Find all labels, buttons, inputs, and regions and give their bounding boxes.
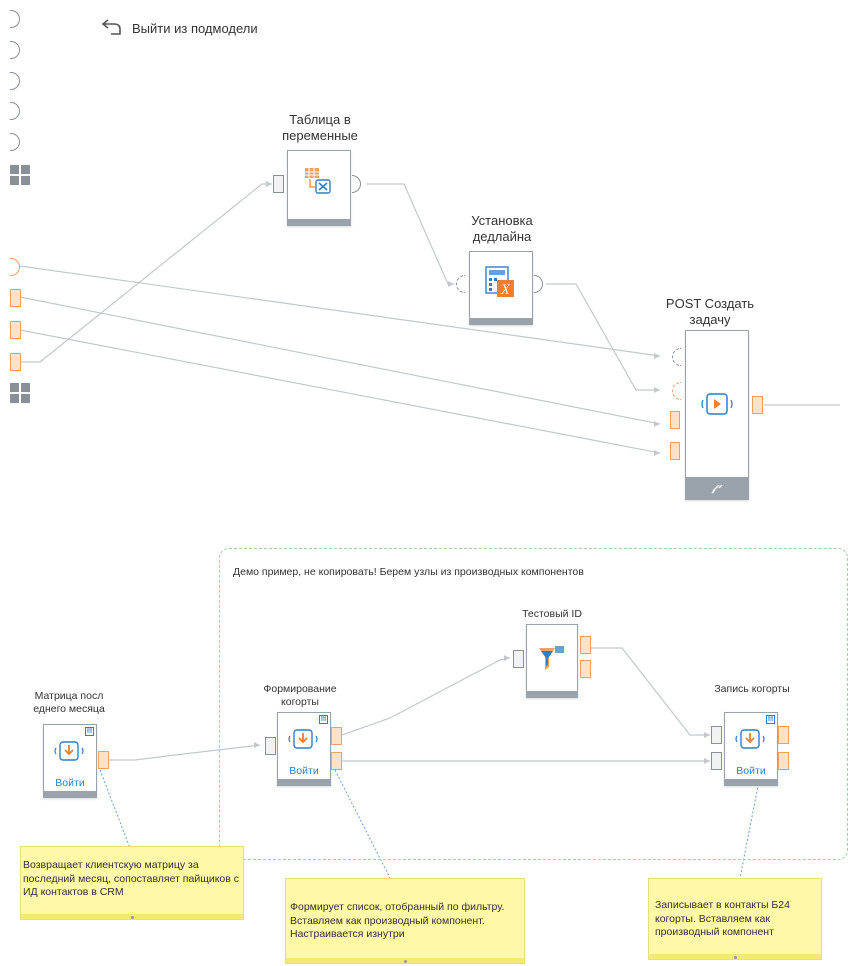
table-to-vars-input-port[interactable] (273, 175, 284, 193)
test-id-input-port[interactable] (513, 650, 524, 668)
post-task-input-port-3[interactable] (670, 411, 680, 429)
note-text: Записывает в контакты Б24 когорты. Встав… (655, 899, 790, 938)
table-to-variables-icon (304, 167, 332, 200)
note-text: Формирует список, отобранный по фильтру.… (290, 901, 505, 940)
submodel-input-port-1[interactable] (10, 10, 20, 28)
node-label-test-id: Тестовый ID (522, 608, 582, 620)
note-pointer-1 (99, 769, 131, 849)
node-label-table-to-vars: Таблица в переменные (282, 112, 358, 143)
post-task-input-port-4[interactable] (670, 442, 680, 460)
node-cohort-write[interactable]: ▤ Войти (724, 712, 778, 786)
cohort-write-input-port-1[interactable] (711, 726, 722, 744)
cohort-form-input-port[interactable] (265, 737, 276, 755)
node-post-task[interactable] (685, 330, 749, 500)
node-label-cohort-write: Запись когорты (714, 683, 790, 695)
node-label-set-deadline: Установка дедлайна (471, 213, 533, 244)
post-task-output-port[interactable] (752, 396, 763, 414)
submodel-enter-icon (735, 729, 765, 756)
submodel-input-port-9[interactable] (10, 353, 21, 371)
submodel-enter-icon (54, 741, 84, 768)
node-matrix[interactable]: ▤ Войти (43, 724, 97, 798)
enter-button[interactable]: Войти (55, 777, 85, 789)
cohort-write-input-port-2[interactable] (711, 752, 722, 770)
node-set-deadline[interactable]: X (469, 251, 533, 325)
wire-6 (546, 283, 660, 391)
note-cohort-write[interactable]: Записывает в контакты Б24 когорты. Встав… (648, 878, 822, 960)
cohort-form-output-port-2[interactable] (331, 752, 342, 770)
table-to-vars-output-port[interactable] (352, 175, 361, 193)
submodel-enter-icon (288, 729, 318, 756)
exit-icon (101, 18, 122, 39)
submodel-input-port-6[interactable] (10, 258, 20, 276)
node-test-id[interactable] (526, 624, 578, 698)
cohort-write-output-port-2[interactable] (778, 752, 789, 770)
submodel-badge-icon: ▤ (766, 715, 775, 724)
node-table-to-vars[interactable] (287, 150, 351, 226)
post-task-input-port-1[interactable] (672, 348, 681, 366)
exit-submodel-button[interactable]: Выйти из подмодели (101, 18, 258, 39)
demo-group-title: Демо пример, не копировать! Берем узлы и… (233, 566, 584, 578)
test-id-output-port-2[interactable] (580, 660, 591, 678)
submodel-input-port-4[interactable] (10, 102, 20, 120)
calculator-variable-icon: X (485, 266, 515, 303)
test-id-output-port-1[interactable] (580, 636, 591, 654)
wire-3 (19, 329, 661, 454)
note-matrix[interactable]: Возвращает клиентскую матрицу за последн… (20, 846, 244, 920)
chain-link-icon (711, 482, 723, 500)
submodel-badge-icon: ▤ (85, 727, 94, 736)
cohort-form-output-port-1[interactable] (331, 727, 342, 745)
submodel-grid-port-2[interactable] (10, 383, 30, 403)
note-text: Возвращает клиентскую матрицу за последн… (23, 859, 239, 898)
submodel-input-port-7[interactable] (10, 289, 21, 307)
play-icon (700, 392, 734, 423)
node-label-cohort-form: Формирование когорты (263, 683, 337, 708)
submodel-input-port-2[interactable] (10, 41, 20, 59)
exit-label: Выйти из подмодели (132, 21, 258, 36)
node-cohort-form[interactable]: ▤ Войти (277, 712, 331, 786)
note-cohort-form[interactable]: Формирует список, отобранный по фильтру.… (285, 878, 525, 964)
submodel-badge-icon: ▤ (319, 715, 328, 724)
node-label-post-task: POST Создать задачу (665, 296, 755, 327)
enter-button[interactable]: Войти (289, 765, 319, 777)
set-deadline-output-port[interactable] (534, 275, 543, 293)
submodel-input-port-8[interactable] (10, 321, 21, 339)
submodel-input-port-5[interactable] (10, 133, 20, 151)
set-deadline-input-port[interactable] (456, 275, 465, 293)
filter-icon (538, 645, 566, 676)
wire-2 (19, 296, 661, 425)
post-task-input-port-2[interactable] (672, 382, 681, 400)
wire-4 (20, 183, 272, 363)
matrix-output-port[interactable] (98, 751, 109, 769)
svg-text:X: X (500, 282, 511, 298)
enter-button[interactable]: Войти (736, 765, 766, 777)
wire-5 (366, 183, 454, 285)
submodel-grid-port-1[interactable] (10, 165, 30, 185)
submodel-input-port-3[interactable] (10, 72, 20, 90)
node-label-matrix: Матрица посл еднего месяца (33, 690, 105, 715)
cohort-write-output-port-1[interactable] (778, 726, 789, 744)
wire-1 (19, 265, 661, 357)
